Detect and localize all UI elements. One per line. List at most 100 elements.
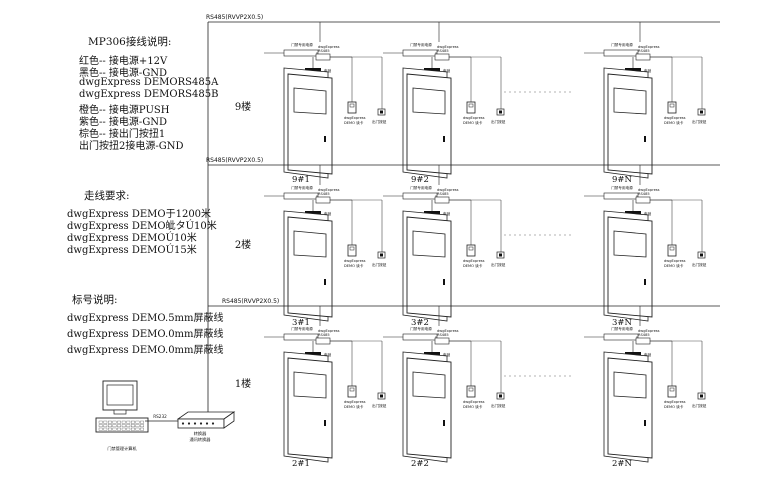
converter-led (211, 422, 215, 425)
keyboard-key (108, 420, 112, 424)
cabling-note-3: dwgExpress DEMOÚ10米 (67, 233, 197, 244)
door-window (412, 87, 446, 115)
door-handle (324, 420, 326, 426)
reader-model: DEMO 读卡 (664, 120, 684, 125)
exit-button-label: 出门按钮 (372, 262, 387, 267)
exit-button-face (499, 253, 502, 257)
continuation-dot (514, 234, 516, 236)
continuation-dot (569, 375, 571, 377)
door-label: 9#1 (292, 175, 310, 185)
door-handle (644, 420, 646, 426)
wiring-note-3: dwgExpress DEMORS485A (79, 77, 219, 88)
controller-label: dwgExpress (638, 188, 660, 192)
keyboard-key (140, 424, 144, 428)
exit-button-face (380, 253, 383, 257)
continuation-dot (564, 91, 566, 93)
continuation-dot (504, 91, 506, 93)
card-reader-slot (349, 103, 355, 108)
wiring-note-2: 黑色-- 接电源-GND (79, 68, 168, 79)
reader-model: DEMO 读卡 (344, 404, 364, 409)
keyboard-key (103, 424, 108, 428)
keyboard-key (98, 427, 103, 431)
card-reader (466, 101, 476, 114)
card-reader (466, 244, 476, 257)
door-window (293, 87, 327, 115)
controller-label: dwgExpress (318, 329, 340, 333)
controller-label: dwgExpress (638, 329, 660, 333)
door-window (613, 87, 647, 115)
card-reader (667, 244, 677, 257)
controller-box (434, 196, 450, 204)
card-reader-slot (349, 387, 355, 392)
controller-box (635, 196, 651, 204)
keyboard-key (121, 420, 126, 424)
keyboard-key (98, 420, 103, 424)
electric-lock (625, 211, 641, 215)
door-handle (324, 136, 326, 142)
continuation-dot (564, 375, 566, 377)
lock-label: 电锁 (443, 211, 451, 216)
cabling-note-4: dwgExpress DEMOÚ15米 (67, 245, 197, 256)
monitor-stand (113, 409, 127, 415)
keyboard-key (140, 427, 144, 431)
door-handle (644, 136, 646, 142)
card-reader-slot (669, 246, 675, 251)
computer-label: 门禁管理计算机 (107, 445, 137, 452)
keyboard-key (131, 427, 135, 431)
continuation-dot (569, 234, 571, 236)
door-window (412, 230, 446, 258)
continuation-dot (524, 375, 526, 377)
continuation-dot (539, 234, 541, 236)
exit-button-label: 出门按钮 (491, 262, 506, 267)
controller-box (315, 53, 331, 61)
keyboard-keys (98, 420, 144, 431)
power-supply-label: 门禁专用电源 (291, 185, 313, 190)
power-supply (402, 49, 438, 57)
wiring-note-4: dwgExpress DEMORS485B (79, 89, 219, 100)
controller-sub: RS485 (437, 192, 449, 196)
lock-label: 电锁 (324, 211, 332, 216)
keyboard-key (126, 427, 131, 431)
keyboard-key (103, 427, 108, 431)
converter-label: 转换器 (194, 430, 207, 437)
power-supply-label: 门禁专用电源 (291, 42, 313, 47)
power-supply-label: 门禁专用电源 (611, 185, 633, 190)
reader-label: dwgExpress (344, 259, 366, 263)
lock-label: 电锁 (644, 68, 652, 73)
label-note-3: dwgExpress DEMO.0mm屏蔽线 (67, 345, 224, 356)
controller-box (434, 53, 450, 61)
management-computer: 门禁管理计算机 (95, 380, 149, 452)
door-label: 3#1 (292, 318, 310, 328)
power-supply (603, 192, 639, 200)
floor-label: 1楼 (235, 377, 251, 390)
continuation-dot (519, 234, 521, 236)
continuation-dot (519, 91, 521, 93)
exit-button-face (700, 253, 703, 257)
converter-sub: 通讯转换器 (190, 436, 212, 443)
controller-label: dwgExpress (638, 45, 660, 49)
lock-label: 电锁 (644, 211, 652, 216)
controller-label: dwgExpress (318, 188, 340, 192)
electric-lock (305, 211, 321, 215)
exit-button-label: 出门按钮 (692, 403, 707, 408)
cabling-note-1: dwgExpress DEMO于1200米 (67, 209, 212, 220)
door-window (613, 230, 647, 258)
keyboard-key (131, 420, 135, 424)
door-label: 2#1 (292, 459, 310, 469)
converter-led (205, 422, 209, 425)
continuation-dot (534, 91, 536, 93)
rs485-bus-label: RS485(RVVP2X0.5) (206, 157, 263, 164)
wiring-notes-title: MP306接线说明: (88, 36, 172, 48)
door-label: 2#2 (411, 459, 429, 469)
controller-sub: RS485 (318, 49, 330, 53)
controller-sub: RS485 (318, 192, 330, 196)
keyboard-key (108, 427, 112, 431)
controller-box (315, 337, 331, 345)
exit-button-label: 出门按钮 (491, 119, 506, 124)
